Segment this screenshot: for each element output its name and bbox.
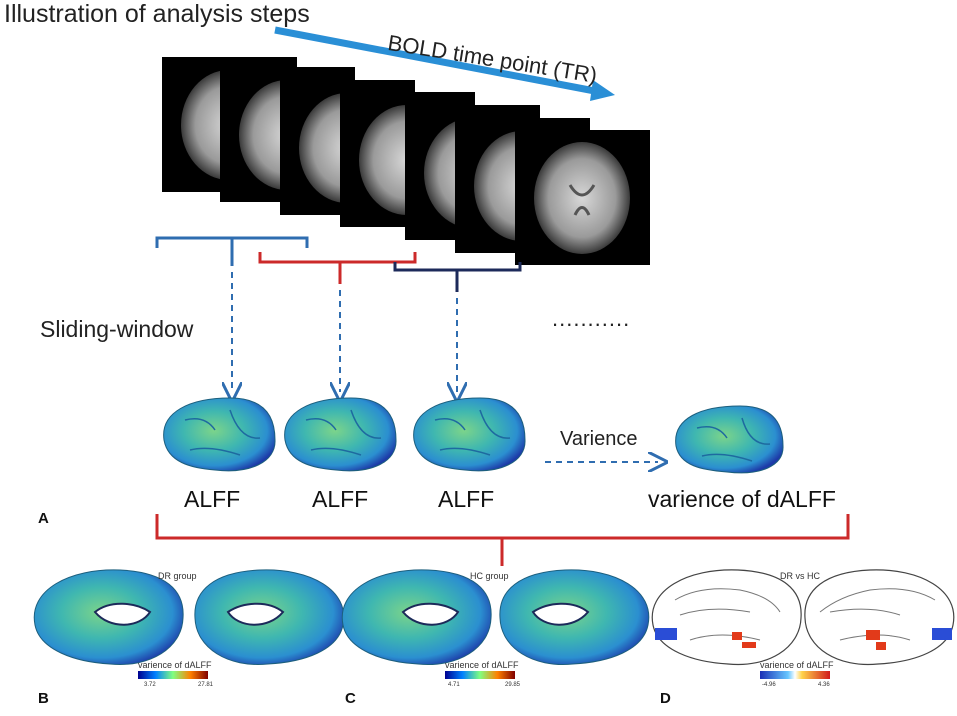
hc-group-colorbar-label: varience of dALFF: [445, 660, 519, 670]
dr-vs-hc-brain-left: [651, 569, 802, 666]
panel-letter-a: A: [38, 510, 49, 527]
dr-group-colorbar-max: 27.81: [198, 682, 214, 688]
dr-vs-hc-colorbar-max: 4.36: [818, 682, 830, 688]
hc-group-brain-right: [499, 569, 650, 666]
mri-slice-stack: [162, 57, 650, 265]
alff-label-3: ALFF: [438, 486, 495, 512]
dr-vs-hc-brain-right: [804, 569, 955, 666]
mri-slice-front: [515, 130, 650, 265]
dr-group-colorbar: [138, 671, 208, 679]
sliding-window-label: Sliding-window: [40, 316, 194, 342]
window-bracket-3: [393, 262, 522, 292]
varience-of-dalff-label: varience of dALFF: [648, 486, 836, 512]
dr-group-colorbar-min: 3.72: [144, 682, 156, 688]
hc-group-colorbar-max: 29.85: [505, 682, 521, 688]
panel-letter-d: D: [660, 690, 671, 707]
alff-label-1: ALFF: [184, 486, 241, 512]
alff-brain-2: [284, 397, 397, 472]
varience-arrow-label: Varience: [560, 428, 638, 450]
hc-group-colorbar-min: 4.71: [448, 682, 460, 688]
dr-vs-hc-colorbar-label: varience of dALFF: [760, 660, 834, 670]
dr-group-colorbar-label: varience of dALFF: [138, 660, 212, 670]
window-bracket-1: [155, 236, 309, 266]
panel-letter-b: B: [38, 690, 49, 707]
bold-time-arrow: [274, 26, 615, 101]
alff-brain-3: [413, 397, 526, 472]
panel-letter-c: C: [345, 690, 356, 707]
dr-vs-hc-title: DR vs HC: [780, 571, 820, 581]
hc-group-brain-left: [341, 569, 492, 666]
continuation-dots: ...........: [552, 306, 631, 331]
dalff-variance-brain: [675, 405, 784, 474]
dr-group-brain-right: [194, 569, 345, 666]
summary-bracket: [155, 514, 850, 566]
hc-group-colorbar: [445, 671, 515, 679]
window-bracket-2: [258, 252, 417, 284]
dr-group-brain-left: [33, 569, 184, 666]
alff-brain-1: [163, 397, 276, 472]
hc-group-title: HC group: [470, 571, 509, 581]
figure-title: Illustration of analysis steps: [4, 0, 310, 28]
alff-label-2: ALFF: [312, 486, 369, 512]
dr-vs-hc-colorbar-min: -4.96: [762, 682, 776, 688]
dr-group-title: DR group: [158, 571, 197, 581]
dr-vs-hc-colorbar: [760, 671, 830, 679]
